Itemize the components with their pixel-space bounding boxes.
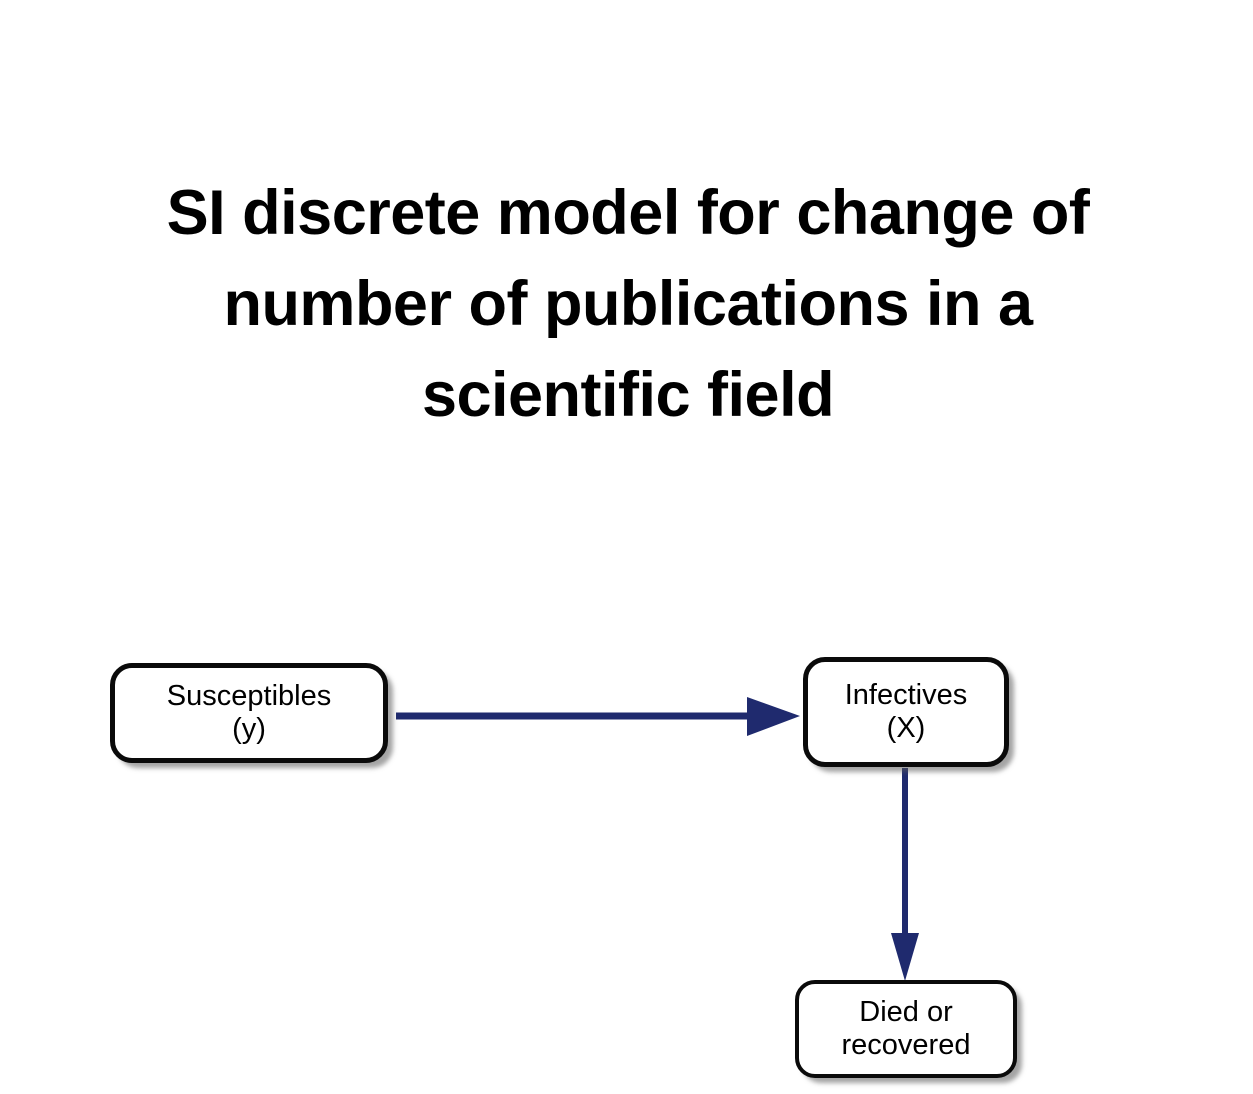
node-infectives-label: Infectives (X) bbox=[844, 678, 968, 744]
page-title: SI discrete model for change of number o… bbox=[166, 178, 1090, 430]
node-died-or-recovered[interactable]: Died or recovered bbox=[795, 980, 1017, 1078]
node-susceptibles[interactable]: Susceptibles (y) bbox=[110, 663, 388, 763]
edge-infectives-to-died-or-recovered bbox=[891, 768, 919, 981]
node-infectives[interactable]: Infectives (X) bbox=[803, 657, 1009, 767]
edge-susceptibles-to-infectives bbox=[396, 697, 800, 736]
node-susceptibles-label: Susceptibles (y) bbox=[166, 679, 332, 745]
node-died-or-recovered-label: Died or recovered bbox=[841, 995, 971, 1061]
